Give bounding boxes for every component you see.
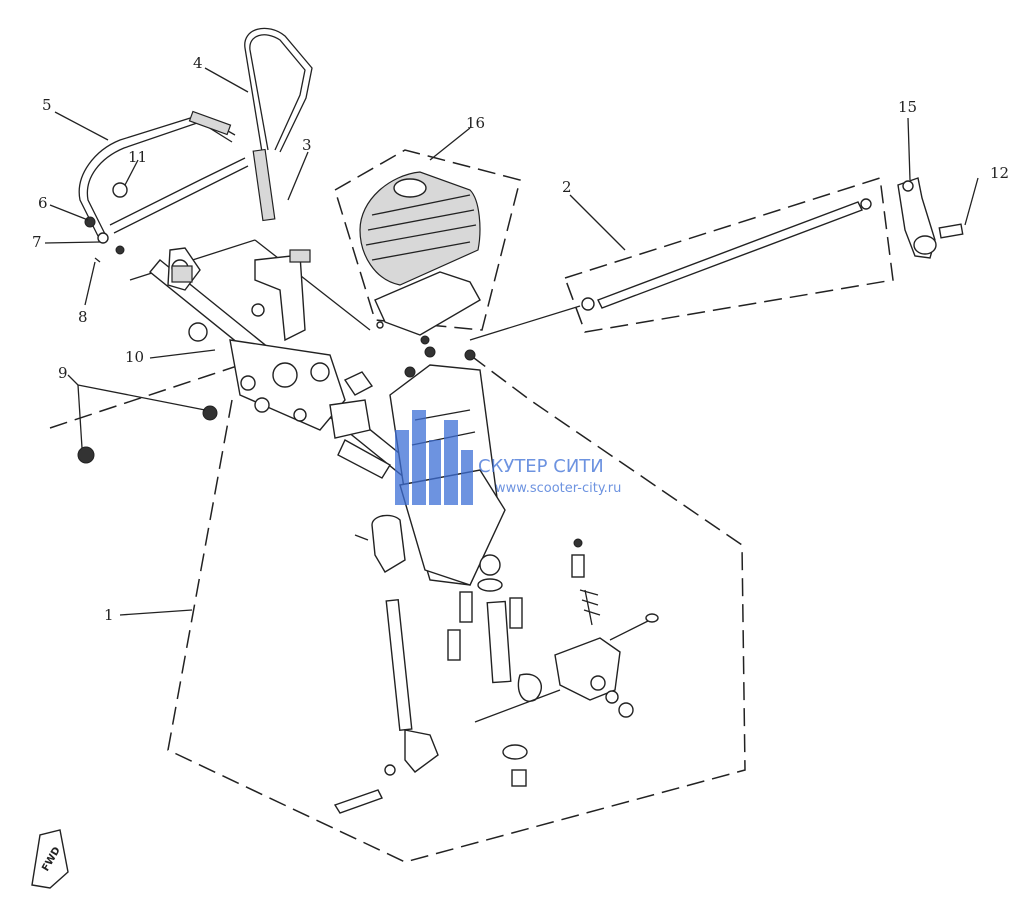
callout-11: 11 [128, 148, 147, 166]
callout-10: 10 [125, 348, 144, 366]
fwd-direction-marker: FWD [31, 829, 69, 889]
callout-1: 1 [104, 606, 114, 624]
callout-12: 12 [990, 164, 1009, 182]
watermark-url: www.scooter-city.ru [495, 481, 621, 496]
watermark: СКУТЕР СИТИ www.scooter-city.ru [395, 410, 621, 505]
boot-assembly-16 [359, 171, 481, 336]
group-16-outline [334, 149, 521, 331]
city-skyline-logo [395, 410, 473, 505]
callout-8: 8 [78, 308, 88, 326]
shift-rod-assembly [129, 239, 421, 483]
callout-9: 9 [58, 364, 68, 382]
leader-lines [44, 67, 979, 616]
callout-2: 2 [562, 178, 572, 196]
group-2-outline [564, 177, 894, 333]
callout-4: 4 [193, 54, 203, 72]
selector-mechanism [554, 538, 659, 718]
callout-6: 6 [38, 194, 48, 212]
right-lever-15 [897, 177, 964, 259]
lower-pins [447, 578, 561, 787]
callout-5: 5 [42, 96, 52, 114]
callout-7: 7 [32, 233, 42, 251]
long-rod-2 [469, 198, 872, 341]
callout-16: 16 [466, 114, 485, 132]
watermark-title: СКУТЕР СИТИ [478, 456, 604, 477]
group-1-outline [167, 354, 746, 863]
left-fasteners [77, 182, 311, 464]
callout-15: 15 [898, 98, 917, 116]
cables [78, 27, 313, 241]
lower-shift-rod [333, 514, 439, 814]
callout-3: 3 [302, 136, 312, 154]
callout-labels: 1 2 3 4 5 6 7 8 9 10 11 12 15 16 [32, 54, 1009, 624]
